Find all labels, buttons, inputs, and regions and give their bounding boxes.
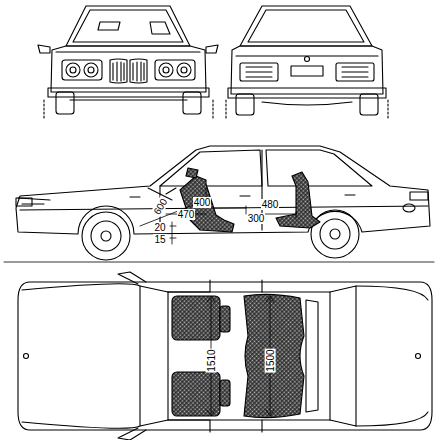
dimension-label: 20	[153, 222, 166, 233]
front-view	[38, 6, 218, 118]
dimension-label: 480	[261, 199, 280, 210]
dimension-label: 1500	[265, 348, 276, 372]
dimension-label: 400	[193, 197, 212, 208]
dimension-label: 600	[150, 195, 169, 217]
rear-view	[226, 6, 388, 118]
dimension-label: 470	[177, 209, 196, 220]
dimension-label: 15	[153, 234, 166, 245]
top-view	[18, 272, 432, 440]
dimension-label: 1510	[206, 348, 217, 372]
side-view	[4, 146, 434, 262]
dimension-label: 300	[247, 213, 266, 224]
